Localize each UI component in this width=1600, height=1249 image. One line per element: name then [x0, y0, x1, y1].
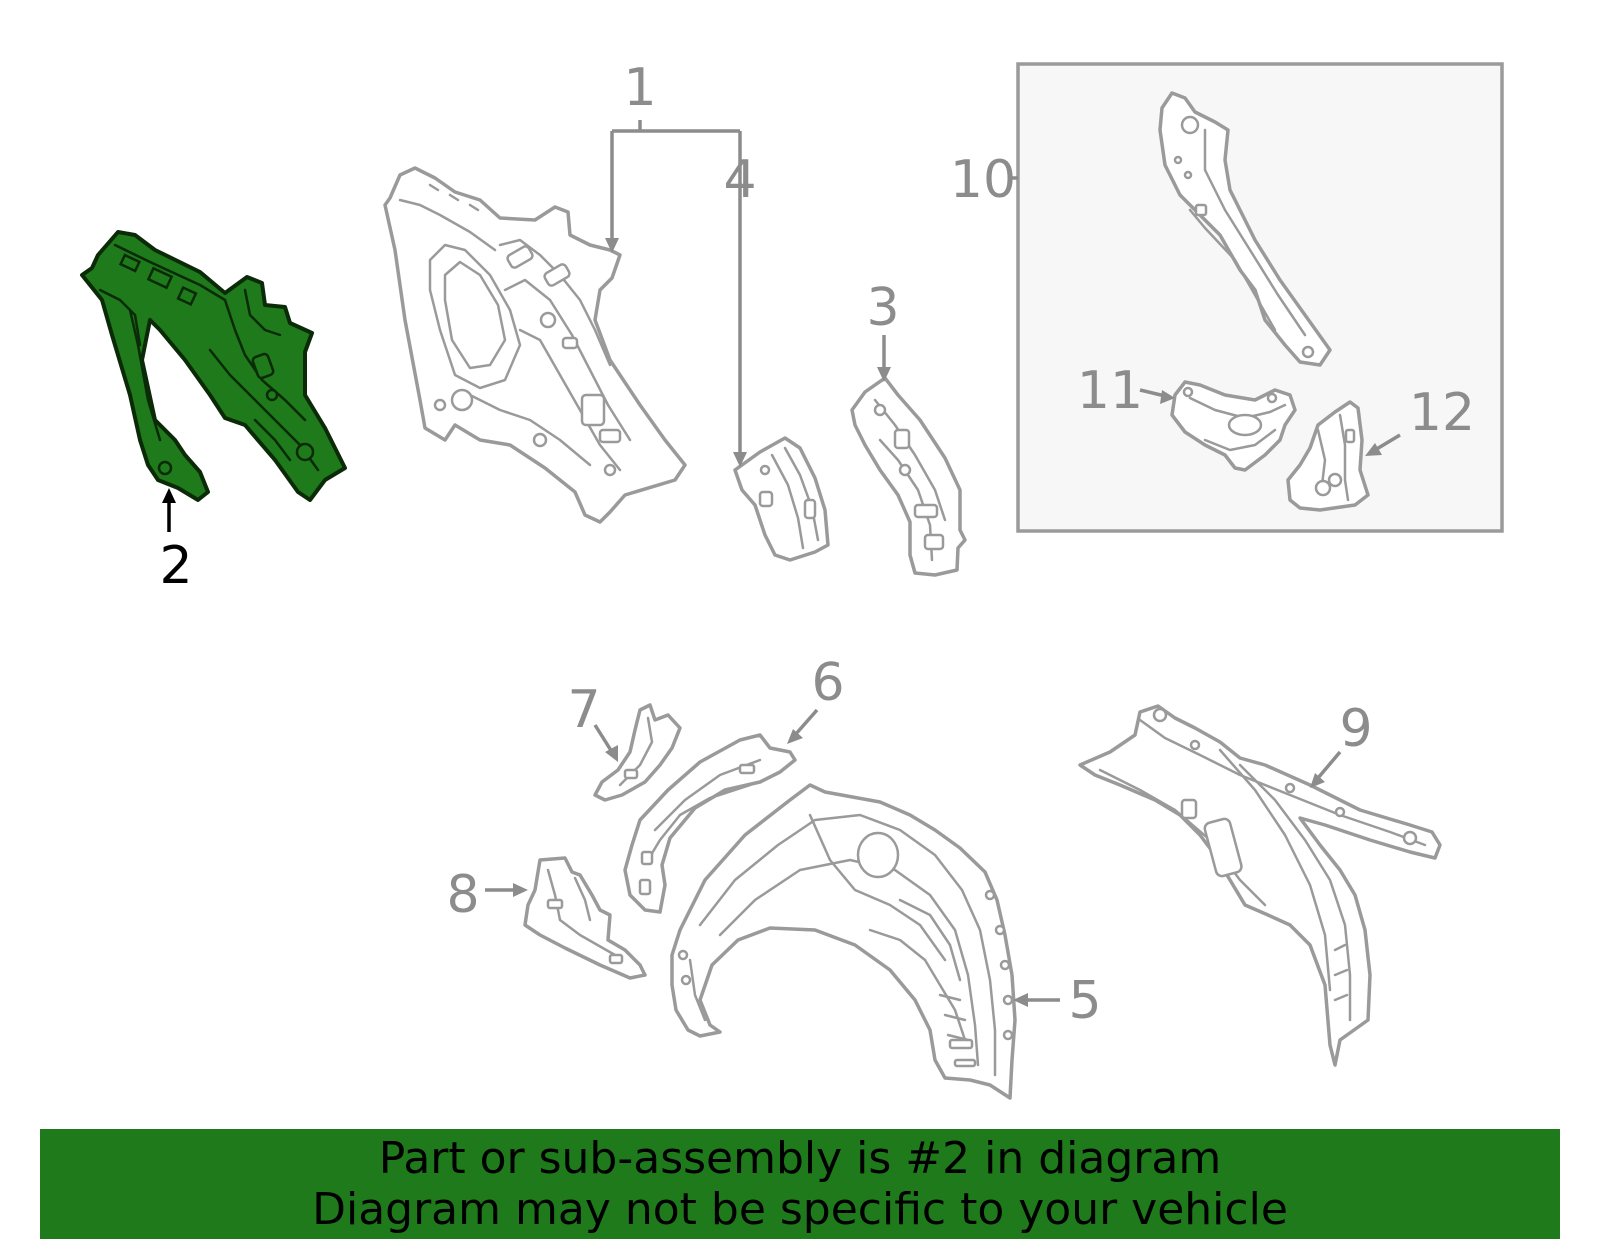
part-7[interactable]: [593, 703, 682, 802]
leader-12: [1365, 433, 1401, 456]
callout-3: 3: [866, 278, 899, 338]
leader-8: [485, 883, 528, 897]
callout-7: 7: [567, 680, 600, 740]
part-10[interactable]: [1158, 91, 1332, 367]
part-4[interactable]: [733, 436, 830, 562]
callout-11: 11: [1077, 361, 1143, 421]
info-banner: Part or sub-assembly is #2 in diagram Di…: [40, 1129, 1560, 1239]
leader-6: [787, 708, 819, 744]
leader-5: [1013, 993, 1060, 1007]
callout-4: 4: [723, 150, 756, 210]
part-9[interactable]: [1078, 704, 1442, 1067]
callout-1: 1: [623, 58, 656, 118]
leader-2: [162, 488, 176, 532]
callout-9: 9: [1339, 699, 1372, 759]
callout-10: 10: [950, 150, 1016, 210]
part-12[interactable]: [1286, 400, 1370, 512]
callout-5: 5: [1068, 971, 1101, 1031]
part-2-highlighted[interactable]: [80, 230, 347, 502]
leader-11: [1139, 388, 1175, 404]
leader-7: [593, 724, 618, 762]
callout-12: 12: [1409, 383, 1475, 443]
callout-6: 6: [811, 653, 844, 713]
part-11[interactable]: [1170, 380, 1297, 472]
part-8[interactable]: [523, 856, 647, 980]
banner-line-1: Part or sub-assembly is #2 in diagram: [378, 1133, 1222, 1184]
callout-2: 2: [159, 536, 192, 596]
leader-9: [1310, 750, 1342, 788]
part-3[interactable]: [850, 376, 967, 577]
banner-line-2: Diagram may not be specific to your vehi…: [312, 1184, 1288, 1235]
leader-1-4-bracket: [605, 120, 747, 467]
part-6[interactable]: [623, 733, 797, 914]
part-1[interactable]: [383, 166, 687, 524]
leader-3: [877, 335, 891, 382]
callout-8: 8: [446, 865, 479, 925]
part-5[interactable]: [670, 783, 1017, 1100]
